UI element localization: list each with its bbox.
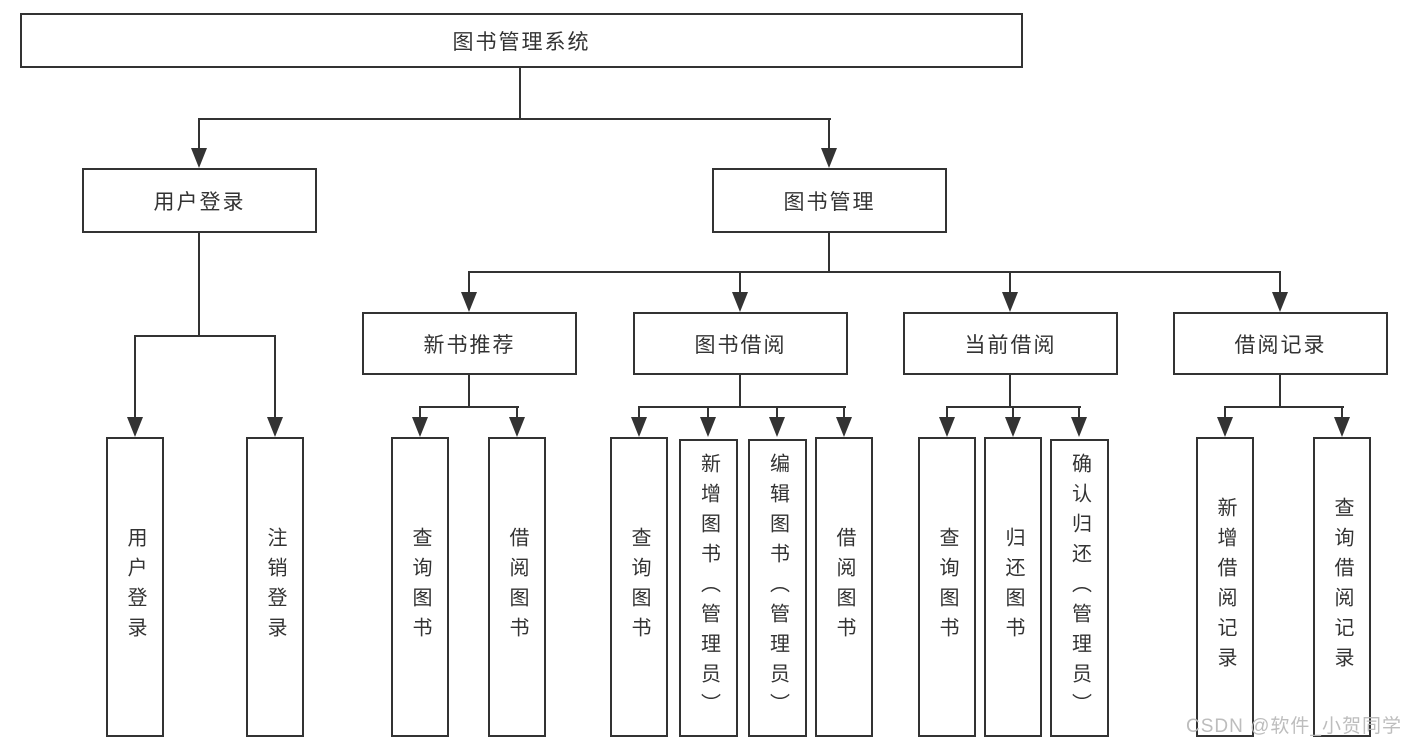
arrow-down-icon: [631, 417, 647, 437]
connector-line: [468, 375, 470, 406]
node-label: 当前借阅: [964, 333, 1057, 357]
connector-line: [739, 271, 741, 294]
connector-line: [946, 406, 948, 419]
leaf-query-borrow-record: 查询借阅记录: [1313, 437, 1371, 737]
connector-line: [519, 68, 521, 118]
node-new-book-recommendation: 新书推荐: [362, 312, 577, 375]
node-label: 查询图书: [409, 527, 431, 647]
connector-line: [419, 406, 421, 419]
connector-line: [1224, 406, 1344, 408]
arrow-down-icon: [412, 417, 428, 437]
connector-line: [1341, 406, 1343, 419]
connector-line: [638, 406, 846, 408]
arrow-down-icon: [836, 417, 852, 437]
node-label: 图书借阅: [694, 333, 787, 357]
connector-line: [1279, 375, 1281, 406]
leaf-current-query-books: 查询图书: [918, 437, 976, 737]
node-label: 编辑图书（管理员）: [766, 453, 789, 723]
node-label: 用户登录: [124, 527, 146, 647]
arrow-down-icon: [1071, 417, 1087, 437]
node-book-borrowing: 图书借阅: [633, 312, 848, 375]
leaf-add-borrow-record: 新增借阅记录: [1196, 437, 1254, 737]
node-label: 查询图书: [936, 527, 958, 647]
leaf-return-books: 归还图书: [984, 437, 1042, 737]
connector-line: [828, 233, 830, 273]
arrow-down-icon: [267, 417, 283, 437]
leaf-recommend-borrow-books: 借阅图书: [488, 437, 546, 737]
connector-line: [828, 118, 830, 150]
leaf-logout: 注销登录: [246, 437, 304, 737]
node-label: 新增图书（管理员）: [697, 453, 720, 723]
node-label: 用户登录: [153, 190, 246, 214]
connector-line: [1279, 271, 1281, 294]
connector-line: [776, 406, 778, 419]
connector-line: [843, 406, 845, 419]
connector-line: [516, 406, 518, 419]
node-label: 归还图书: [1002, 527, 1024, 647]
arrow-down-icon: [1005, 417, 1021, 437]
arrow-down-icon: [127, 417, 143, 437]
connector-line: [1009, 375, 1011, 406]
connector-line: [198, 118, 200, 150]
connector-line: [739, 375, 741, 406]
connector-line: [1012, 406, 1014, 419]
arrow-down-icon: [939, 417, 955, 437]
connector-line: [134, 335, 136, 417]
node-label: 借阅图书: [506, 527, 528, 647]
arrow-down-icon: [191, 148, 207, 168]
node-label: 新增借阅记录: [1214, 497, 1236, 677]
connector-line: [468, 271, 1281, 273]
leaf-recommend-query-books: 查询图书: [391, 437, 449, 737]
node-label: 借阅记录: [1234, 333, 1327, 357]
leaf-borrowing-query-books: 查询图书: [610, 437, 668, 737]
leaf-confirm-return-admin: 确认归还（管理员）: [1050, 439, 1109, 737]
connector-line: [468, 271, 470, 294]
connector-line: [707, 406, 709, 419]
connector-line: [134, 335, 276, 337]
watermark: CSDN @软件_小贺同学: [1186, 716, 1402, 737]
leaf-add-books-admin: 新增图书（管理员）: [679, 439, 738, 737]
node-label: 图书管理: [783, 190, 876, 214]
arrow-down-icon: [461, 292, 477, 312]
arrow-down-icon: [821, 148, 837, 168]
node-user-login: 用户登录: [82, 168, 317, 233]
node-library-management-system: 图书管理系统: [20, 13, 1023, 68]
node-current-borrowing: 当前借阅: [903, 312, 1118, 375]
node-label: 确认归还（管理员）: [1068, 453, 1091, 723]
node-label: 图书管理系统: [452, 30, 591, 54]
connector-line: [1009, 271, 1011, 294]
arrow-down-icon: [1334, 417, 1350, 437]
arrow-down-icon: [509, 417, 525, 437]
node-label: 注销登录: [264, 527, 286, 647]
node-label: 查询借阅记录: [1331, 497, 1353, 677]
connector-line: [198, 233, 200, 337]
arrow-down-icon: [1272, 292, 1288, 312]
node-label: 新书推荐: [423, 333, 516, 357]
connector-line: [638, 406, 640, 419]
node-book-management: 图书管理: [712, 168, 947, 233]
connector-line: [1224, 406, 1226, 419]
arrow-down-icon: [1217, 417, 1233, 437]
connector-line: [274, 335, 276, 417]
connector-line: [1078, 406, 1080, 419]
connector-line: [198, 118, 831, 120]
node-borrowing-records: 借阅记录: [1173, 312, 1388, 375]
leaf-edit-books-admin: 编辑图书（管理员）: [748, 439, 807, 737]
node-label: 查询图书: [628, 527, 650, 647]
connector-line: [419, 406, 519, 408]
leaf-user-login: 用户登录: [106, 437, 164, 737]
node-label: 借阅图书: [833, 527, 855, 647]
arrow-down-icon: [700, 417, 716, 437]
leaf-borrowing-borrow-books: 借阅图书: [815, 437, 873, 737]
arrow-down-icon: [732, 292, 748, 312]
arrow-down-icon: [1002, 292, 1018, 312]
arrow-down-icon: [769, 417, 785, 437]
